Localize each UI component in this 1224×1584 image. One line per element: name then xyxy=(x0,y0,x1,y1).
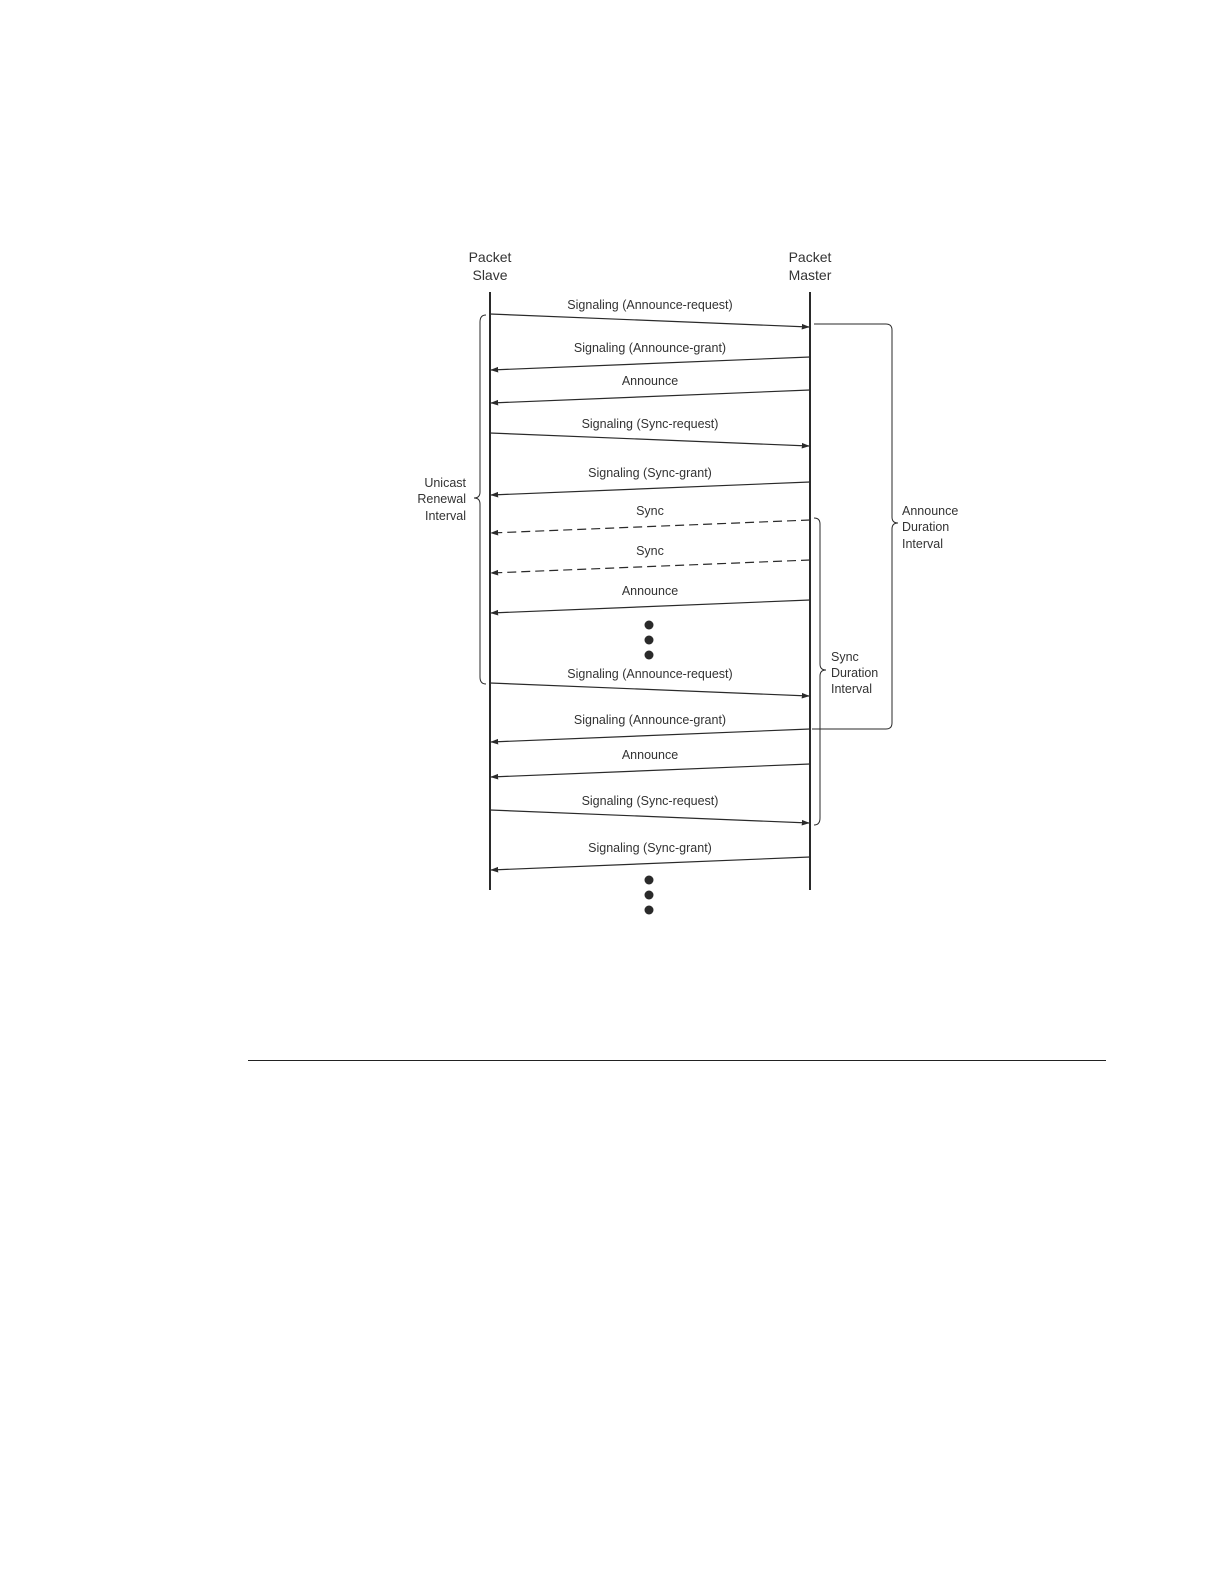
ellipsis-dot xyxy=(644,620,654,630)
continuation-dots-bottom xyxy=(644,875,654,915)
continuation-dots-middle xyxy=(644,620,654,660)
message-arrow xyxy=(490,599,811,616)
message-label: Announce xyxy=(622,374,678,388)
announce-duration-label-line1: Announce xyxy=(902,504,958,518)
message-label: Announce xyxy=(622,584,678,598)
message-arrow xyxy=(489,432,810,449)
message-label: Signaling (Announce-grant) xyxy=(574,341,726,355)
master-label-line2: Master xyxy=(789,267,832,283)
ellipsis-dot xyxy=(644,650,654,660)
ellipsis-dot xyxy=(644,635,654,645)
message-label: Signaling (Sync-grant) xyxy=(588,841,712,855)
page-divider xyxy=(248,1060,1106,1061)
message-label: Signaling (Sync-request) xyxy=(582,417,719,431)
sync-duration-label-line2: Duration xyxy=(831,666,878,680)
message-arrow xyxy=(489,313,810,330)
message-arrow xyxy=(490,856,811,873)
message-arrow xyxy=(490,356,811,373)
unicast-renewal-label-line3: Interval xyxy=(425,509,466,523)
message-label: Signaling (Sync-grant) xyxy=(588,466,712,480)
unicast-renewal-label-line2: Renewal xyxy=(417,492,466,506)
slave-label-line1: Packet xyxy=(469,249,512,265)
sync-duration-brace xyxy=(813,517,827,826)
unicast-renewal-brace xyxy=(473,314,487,685)
slave-label-line2: Slave xyxy=(472,267,507,283)
message-arrow xyxy=(490,389,811,406)
message-arrow xyxy=(489,809,810,826)
message-arrow-dashed xyxy=(490,559,811,576)
announce-duration-label-line2: Duration xyxy=(902,520,949,534)
message-label: Announce xyxy=(622,748,678,762)
message-arrow-dashed xyxy=(490,519,811,536)
ellipsis-dot xyxy=(644,875,654,885)
announce-duration-label-line3: Interval xyxy=(902,537,943,551)
ellipsis-dot xyxy=(644,905,654,915)
sync-duration-label-line1: Sync xyxy=(831,650,859,664)
sync-duration-label-line3: Interval xyxy=(831,682,872,696)
message-arrow xyxy=(489,682,810,699)
message-label: Sync xyxy=(636,544,664,558)
announce-duration-bracket xyxy=(812,323,899,730)
message-label: Signaling (Announce-request) xyxy=(567,667,732,681)
message-label: Sync xyxy=(636,504,664,518)
message-arrow xyxy=(490,481,811,498)
message-arrow xyxy=(490,728,811,745)
message-label: Signaling (Announce-grant) xyxy=(574,713,726,727)
message-label: Signaling (Announce-request) xyxy=(567,298,732,312)
message-label: Signaling (Sync-request) xyxy=(582,794,719,808)
master-label-line1: Packet xyxy=(789,249,832,265)
message-arrow xyxy=(490,763,811,780)
ellipsis-dot xyxy=(644,890,654,900)
message-group: Signaling (Announce-request) Signaling (… xyxy=(489,298,811,873)
unicast-renewal-label-line1: Unicast xyxy=(424,476,466,490)
